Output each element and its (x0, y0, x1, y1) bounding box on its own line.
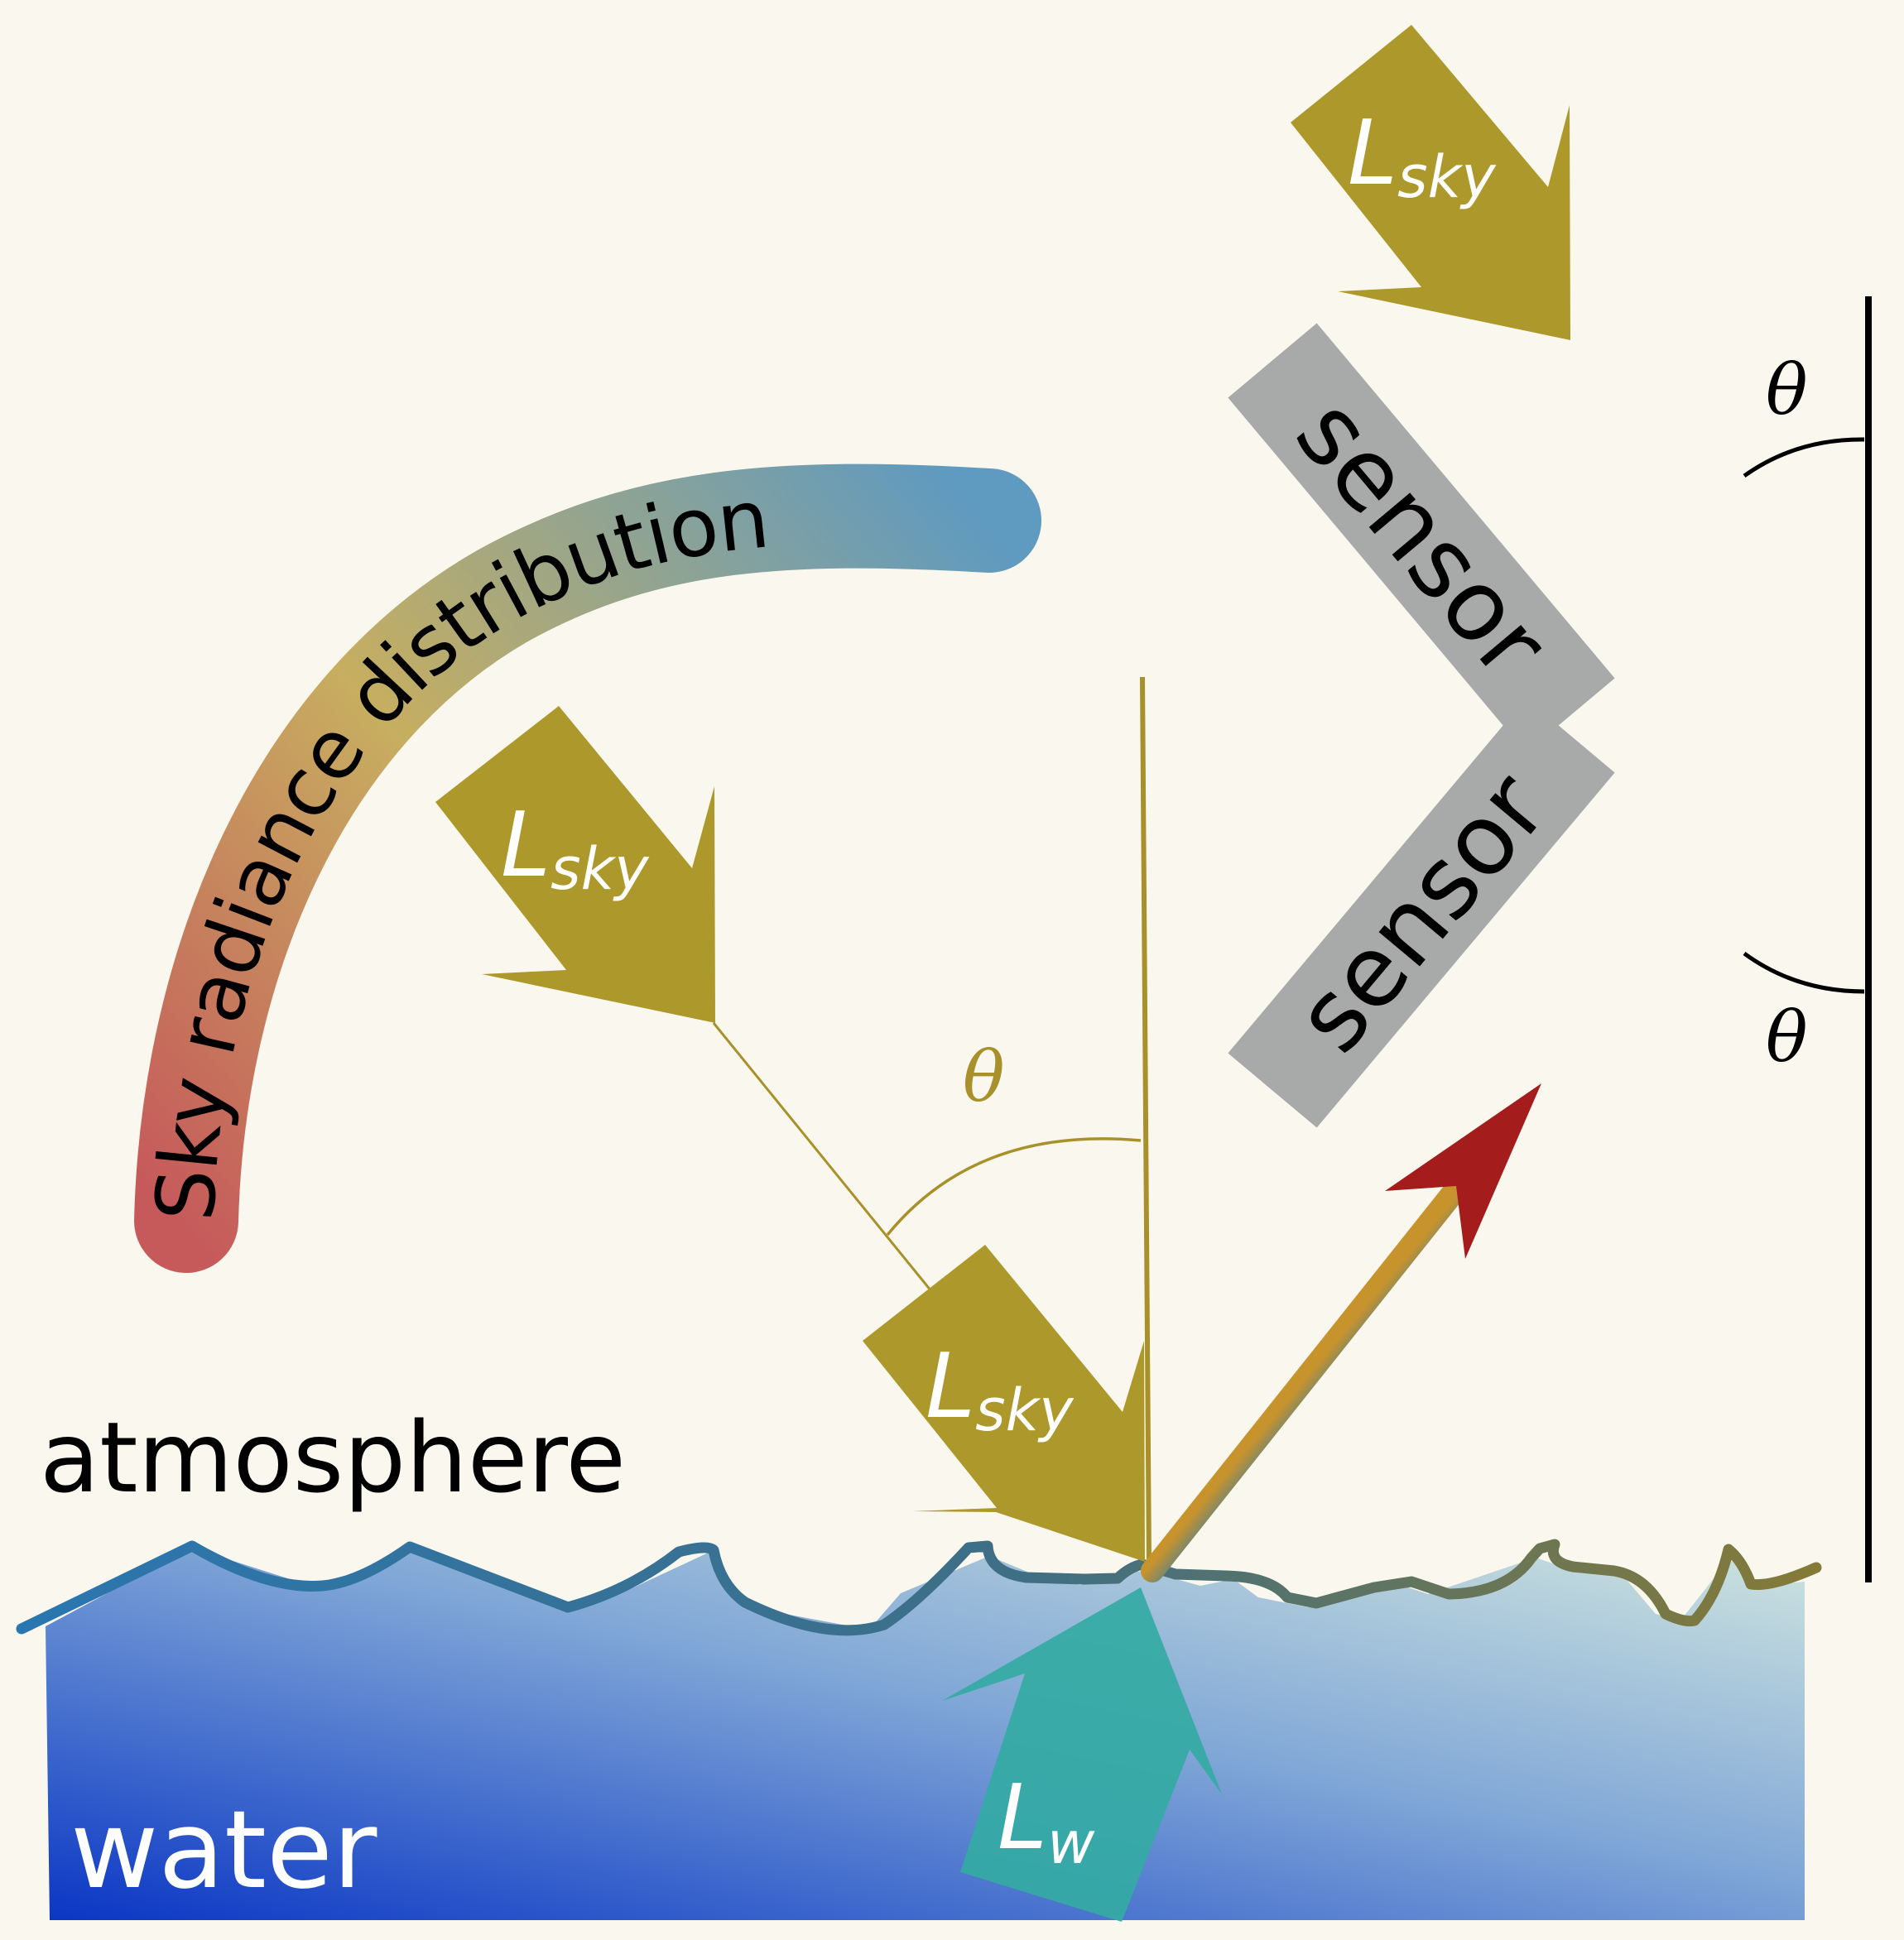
l-sky-surface-label: Lsky (926, 1335, 1075, 1444)
sea-surface-line (16, 1539, 1822, 1636)
l-sky-middle-label: Lsky (501, 794, 650, 903)
l-w-label: Lw (998, 1766, 1095, 1877)
reflected-ray-shaft (1141, 1179, 1467, 1582)
atmosphere-label: atmosphere (40, 1400, 626, 1515)
sky-radiance-label: Sky radiance distribution (139, 472, 774, 1223)
reflected-ray-head (1385, 1083, 1541, 1259)
l-sky-middle-arrow (435, 706, 715, 1023)
sensor-top-theta: θ (1766, 349, 1808, 430)
surface-normal-line (1140, 676, 1152, 1562)
l-sky-top-label: Lsky (1348, 102, 1497, 211)
l-sky-top-arrow (1291, 25, 1570, 340)
sensor-bottom-box: sensor (1228, 698, 1615, 1128)
sensor-top-box: sensor (1228, 323, 1615, 753)
incidence-angle-arc (886, 1137, 1142, 1237)
sensor-top-angle-arc (1743, 437, 1865, 478)
incidence-angle-theta: θ (963, 1036, 1005, 1117)
water-leaving-arrow (942, 1587, 1222, 1922)
l-sky-surface-arrow (863, 1245, 1145, 1562)
sensor-bottom-theta: θ (1766, 996, 1808, 1078)
water-body (46, 1548, 1805, 1920)
sensor-bottom-angle-arc (1743, 951, 1865, 994)
water-label: water (70, 1787, 377, 1913)
incident-ray-line (712, 1022, 933, 1292)
sensor-bottom-label: sensor (1273, 752, 1569, 1073)
sensor-top-label: sensor (1274, 377, 1570, 699)
